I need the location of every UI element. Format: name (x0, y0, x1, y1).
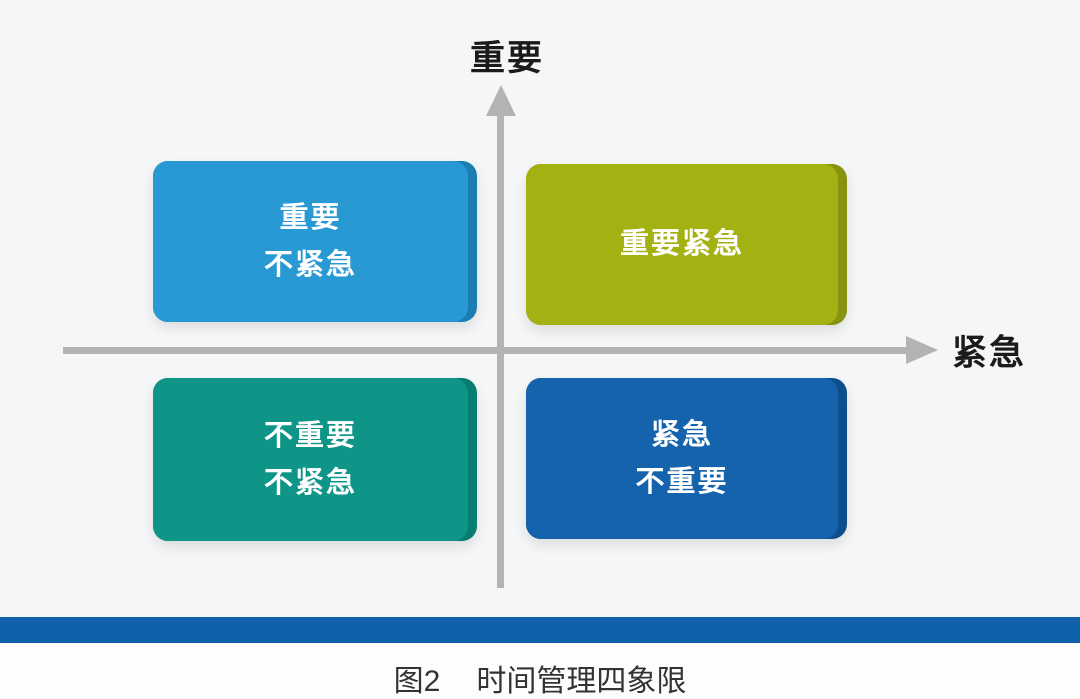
up-arrow-icon (486, 85, 516, 116)
right-arrow-icon (906, 336, 938, 364)
quadrant-urgent-not-important: 紧急 不重要 (526, 378, 847, 539)
y-axis-label: 重要 (469, 39, 545, 78)
quadrant-label: 不重要 不紧急 (264, 413, 357, 507)
quadrant-label-line: 不重要 (635, 465, 729, 498)
divider-bar (0, 617, 1080, 643)
figure-number: 图2 (393, 665, 441, 698)
quadrant-label-line: 不紧急 (263, 466, 357, 499)
quadrant-face: 紧急 不重要 (526, 378, 838, 539)
quadrant-label-line: 不紧急 (263, 248, 357, 281)
quadrant-label-line: 紧急 (650, 418, 713, 451)
figure-title: 时间管理四象限 (476, 665, 687, 698)
quadrant-label-line: 重要紧急 (619, 228, 744, 260)
x-axis-label: 紧急 (952, 333, 1027, 373)
quadrant-not-important-not-urgent: 不重要 不紧急 (153, 378, 477, 541)
quadrant-important-not-urgent: 重要 不紧急 (153, 161, 477, 322)
x-axis-line (63, 347, 906, 354)
quadrant-label: 重要紧急 (620, 221, 744, 268)
quadrant-label: 紧急 不重要 (635, 412, 728, 506)
quadrant-face: 不重要 不紧急 (153, 378, 468, 541)
quadrant-face: 重要紧急 (526, 164, 838, 325)
quadrant-label-line: 不重要 (263, 419, 357, 452)
quadrant-label: 重要 不紧急 (264, 195, 357, 289)
caption-area (0, 643, 1080, 699)
quadrant-face: 重要 不紧急 (153, 161, 468, 322)
quadrant-important-urgent: 重要紧急 (526, 164, 847, 325)
figure-caption: 图2 时间管理四象限 (0, 656, 1080, 699)
quadrant-label-line: 重要 (279, 201, 342, 234)
